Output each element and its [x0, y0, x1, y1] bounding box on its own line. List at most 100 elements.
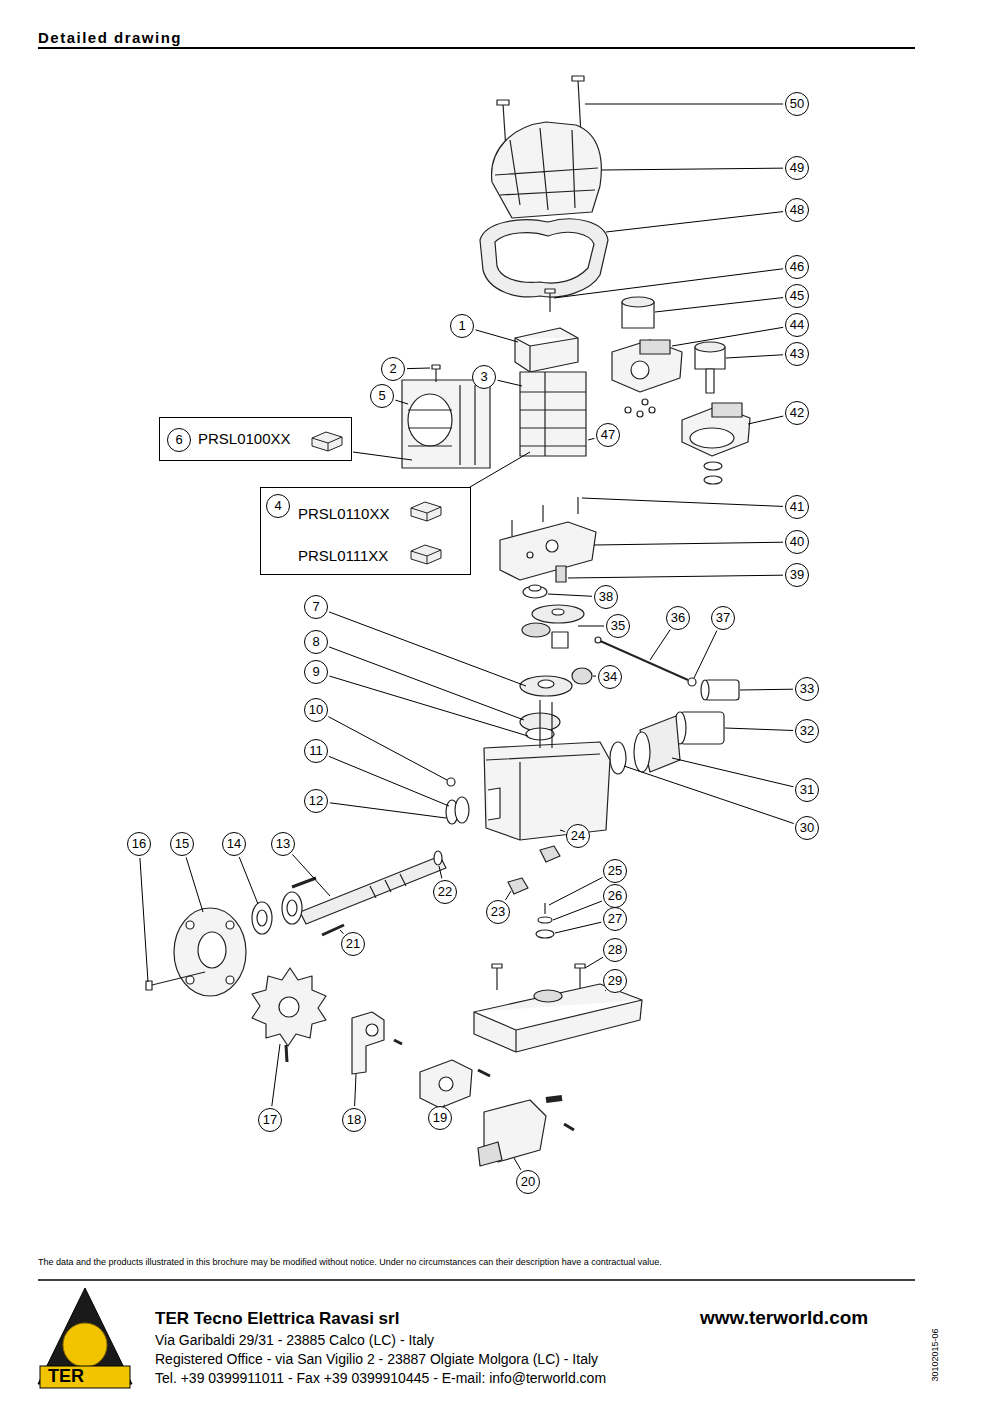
- leader-line: [407, 368, 430, 370]
- leader-line: [239, 857, 258, 904]
- callout-number: 35: [606, 614, 630, 638]
- leader-line: [395, 400, 408, 404]
- leader-line: [694, 631, 717, 678]
- address-line: Via Garibaldi 29/31 - 23885 Calco (LC) -…: [155, 1332, 434, 1348]
- callout-number: 19: [428, 1106, 452, 1130]
- leader-line: [272, 1044, 280, 1106]
- leader-line: [330, 803, 446, 818]
- callout-number: 46: [785, 255, 809, 279]
- leader-line: [606, 212, 783, 232]
- callout-number: 27: [603, 907, 627, 931]
- callout-number: 17: [258, 1108, 282, 1132]
- leader-line: [568, 575, 783, 578]
- callout-number: 40: [785, 530, 809, 554]
- part-code: PRSL0111XX: [298, 547, 388, 564]
- callout-number: 13: [271, 832, 295, 856]
- part-icon: [310, 430, 344, 452]
- callout-number: 36: [666, 606, 690, 630]
- leader-line: [672, 327, 783, 346]
- leader-line: [475, 330, 518, 342]
- leader-line: [186, 857, 203, 912]
- leader-line: [740, 689, 793, 691]
- part-code-box: 6PRSL0100XX: [159, 417, 352, 461]
- leader-line: [602, 168, 783, 170]
- callout-number: 18: [342, 1108, 366, 1132]
- leader-line: [329, 676, 528, 736]
- contact-line: Tel. +39 0399911011 - Fax +39 0399910445…: [155, 1370, 606, 1386]
- leader-line: [585, 957, 603, 968]
- callout-number: 4: [266, 494, 290, 518]
- part-icon: [409, 500, 443, 522]
- callout-number: 11: [304, 739, 328, 763]
- part-icon: [409, 543, 443, 565]
- footer-rule: [38, 1279, 915, 1281]
- callout-number: 7: [304, 595, 328, 619]
- callout-number: 20: [516, 1170, 540, 1194]
- leader-line: [140, 858, 148, 982]
- callout-number: 3: [472, 365, 496, 389]
- callout-number: 26: [603, 884, 627, 908]
- callout-number: 16: [127, 832, 151, 856]
- leader-line: [439, 866, 442, 878]
- leader-line: [555, 922, 601, 933]
- callout-number: 50: [785, 92, 809, 116]
- callout-number: 12: [304, 789, 328, 813]
- callout-number: 34: [598, 665, 622, 689]
- leader-line: [340, 930, 343, 934]
- leader-line: [553, 901, 602, 920]
- callout-number: 39: [785, 563, 809, 587]
- leader-line: [355, 1074, 356, 1106]
- callout-number: 42: [785, 401, 809, 425]
- leader-line: [498, 380, 522, 386]
- header-rule: [38, 47, 915, 49]
- leader-line: [549, 877, 603, 905]
- logo-text: TER: [48, 1366, 84, 1387]
- leader-line: [624, 766, 794, 824]
- leader-line: [505, 891, 511, 900]
- leader-line: [725, 728, 793, 730]
- callout-number: 24: [566, 824, 590, 848]
- page-title: Detailed drawing: [38, 29, 182, 46]
- callout-number: 8: [304, 630, 328, 654]
- address-line: Registered Office - via San Vigilio 2 - …: [155, 1351, 598, 1367]
- leader-line: [594, 542, 783, 545]
- callout-number: 30: [795, 816, 819, 840]
- callout-number: 10: [304, 698, 328, 722]
- leader-line: [329, 612, 526, 686]
- part-code-box: 4 PRSL0110XX PRSL0111XX: [260, 487, 471, 575]
- leader-line: [514, 1158, 521, 1170]
- callout-number: 32: [795, 719, 819, 743]
- leader-line: [329, 756, 449, 806]
- leader-line: [292, 854, 330, 896]
- callout-number: 47: [596, 423, 620, 447]
- leader-line: [593, 676, 596, 677]
- leader-line: [650, 630, 670, 660]
- callout-number: 22: [433, 880, 457, 904]
- part-code: PRSL0110XX: [298, 505, 389, 522]
- company-name: TER Tecno Elettrica Ravasi srl: [155, 1309, 399, 1329]
- callout-number: 31: [795, 778, 819, 802]
- callout-number: 43: [785, 342, 809, 366]
- callout-number: 25: [603, 859, 627, 883]
- box-leaders: [353, 452, 530, 487]
- leader-line: [328, 717, 447, 780]
- callout-number: 29: [603, 969, 627, 993]
- leader-line: [548, 594, 592, 596]
- callout-number: 14: [222, 832, 246, 856]
- callout-number: 38: [594, 585, 618, 609]
- leader-line: [672, 758, 793, 787]
- callout-number: 5: [370, 384, 394, 408]
- callout-number: 41: [785, 495, 809, 519]
- leader-line: [585, 104, 783, 105]
- callout-number: 15: [170, 832, 194, 856]
- callout-number: 23: [486, 900, 510, 924]
- callout-number: 21: [341, 932, 365, 956]
- callout-number: 45: [785, 284, 809, 308]
- logo: [38, 1288, 132, 1388]
- leader-line: [560, 830, 565, 832]
- callout-number: 2: [381, 357, 405, 381]
- leader-line: [582, 498, 783, 506]
- callout-number: 1: [450, 314, 474, 338]
- part-code: PRSL0100XX: [198, 430, 291, 447]
